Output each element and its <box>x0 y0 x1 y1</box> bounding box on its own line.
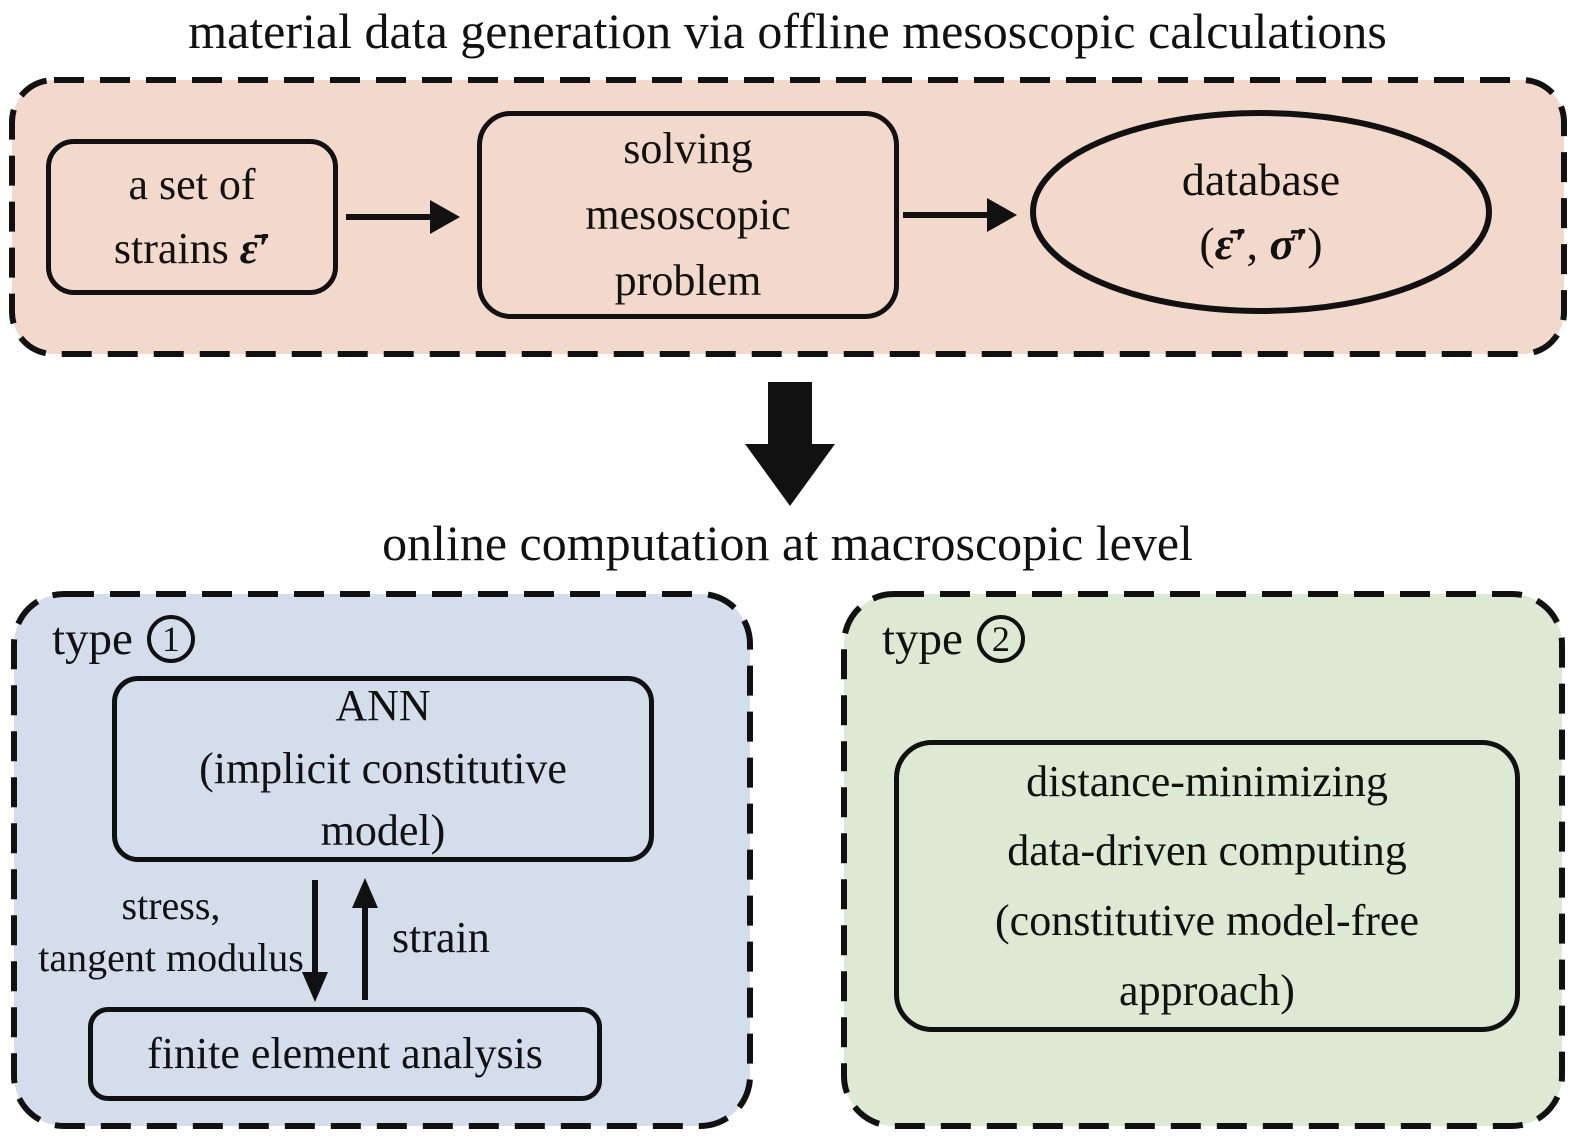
type2-panel-background <box>841 591 1565 1129</box>
type2-label-row: type 2 <box>882 612 1025 666</box>
type2-panel-rect <box>841 591 1565 1129</box>
down-arrow-head <box>302 972 328 1002</box>
big-arrow-head <box>745 444 835 506</box>
data-driven-box: distance-minimizing data-driven computin… <box>894 740 1520 1032</box>
database-tuple: (ε̄′, σ̄′) <box>1026 212 1496 276</box>
up-arrow-head <box>352 878 378 908</box>
solving-box: solving mesoscopic problem <box>477 111 899 319</box>
data-driven-box-line2: data-driven computing <box>1007 826 1407 876</box>
up-arrow-shaft <box>362 908 368 1000</box>
arrow-shaft <box>346 214 430 220</box>
circled-number-2-icon: 2 <box>976 615 1025 663</box>
arrow-head <box>430 200 460 234</box>
offline-section-title: material data generation via offline mes… <box>188 3 1387 59</box>
data-driven-box-line1: distance-minimizing <box>1026 756 1388 806</box>
data-driven-box-line3: (constitutive model-free <box>995 896 1419 945</box>
tuple-close-paren: ) <box>1307 218 1323 270</box>
circled-number-1-icon: 1 <box>146 615 195 663</box>
big-arrow-shaft <box>768 382 812 444</box>
stress-label-line2: tangent modulus <box>38 935 304 980</box>
fea-box-label: finite element analysis <box>147 1029 543 1079</box>
up-arrow-icon <box>352 878 378 1000</box>
epsilon-symbol: ε̄′ <box>1214 218 1247 270</box>
strains-box-line2: strains ε̄′ <box>114 217 270 281</box>
type1-number: 1 <box>161 619 180 659</box>
strains-box: a set of strains ε̄′ <box>46 139 338 295</box>
stress-tangent-label: stress, tangent modulus <box>5 880 337 984</box>
strains-box-line1: a set of <box>128 160 256 210</box>
big-down-arrow-icon <box>745 382 835 506</box>
solving-box-line2: mesoscopic <box>585 190 791 239</box>
data-driven-box-line4: approach) <box>1119 965 1295 1015</box>
type1-label: type <box>52 613 133 665</box>
solving-box-line1: solving <box>623 124 753 173</box>
down-arrow-icon <box>302 880 328 1002</box>
down-arrow-shaft <box>312 880 318 972</box>
database-label-block: database (ε̄′, σ̄′) <box>1026 148 1496 277</box>
database-ellipse <box>1030 110 1492 314</box>
ann-box: ANN (implicit constitutive model) <box>112 676 654 862</box>
stress-label-line1: stress, <box>121 883 221 928</box>
fea-box: finite element analysis <box>88 1007 602 1101</box>
type2-number: 2 <box>991 619 1010 659</box>
strain-label: strain <box>392 913 490 962</box>
ann-box-line2: (implicit constitutive <box>199 743 567 793</box>
type1-label-row: type 1 <box>52 612 195 666</box>
arrow-head <box>987 198 1017 232</box>
strains-box-line2-text: strains <box>113 224 240 273</box>
strain-symbol: ε̄′ <box>239 224 271 273</box>
arrow-shaft <box>903 212 987 218</box>
tuple-open-paren: ( <box>1199 218 1215 270</box>
online-section-title: online computation at macroscopic level <box>382 515 1193 571</box>
arrow-right-icon <box>346 200 460 234</box>
type2-label: type <box>882 613 963 665</box>
database-ellipse-background <box>1030 110 1492 314</box>
ann-box-line3: model) <box>320 806 446 856</box>
solving-box-line3: problem <box>614 256 762 305</box>
ann-box-line1: ANN <box>335 681 431 731</box>
arrow-right-icon <box>903 198 1017 232</box>
tuple-comma: , <box>1246 218 1270 270</box>
database-label: database <box>1181 154 1341 205</box>
sigma-symbol: σ̄′ <box>1269 218 1308 270</box>
